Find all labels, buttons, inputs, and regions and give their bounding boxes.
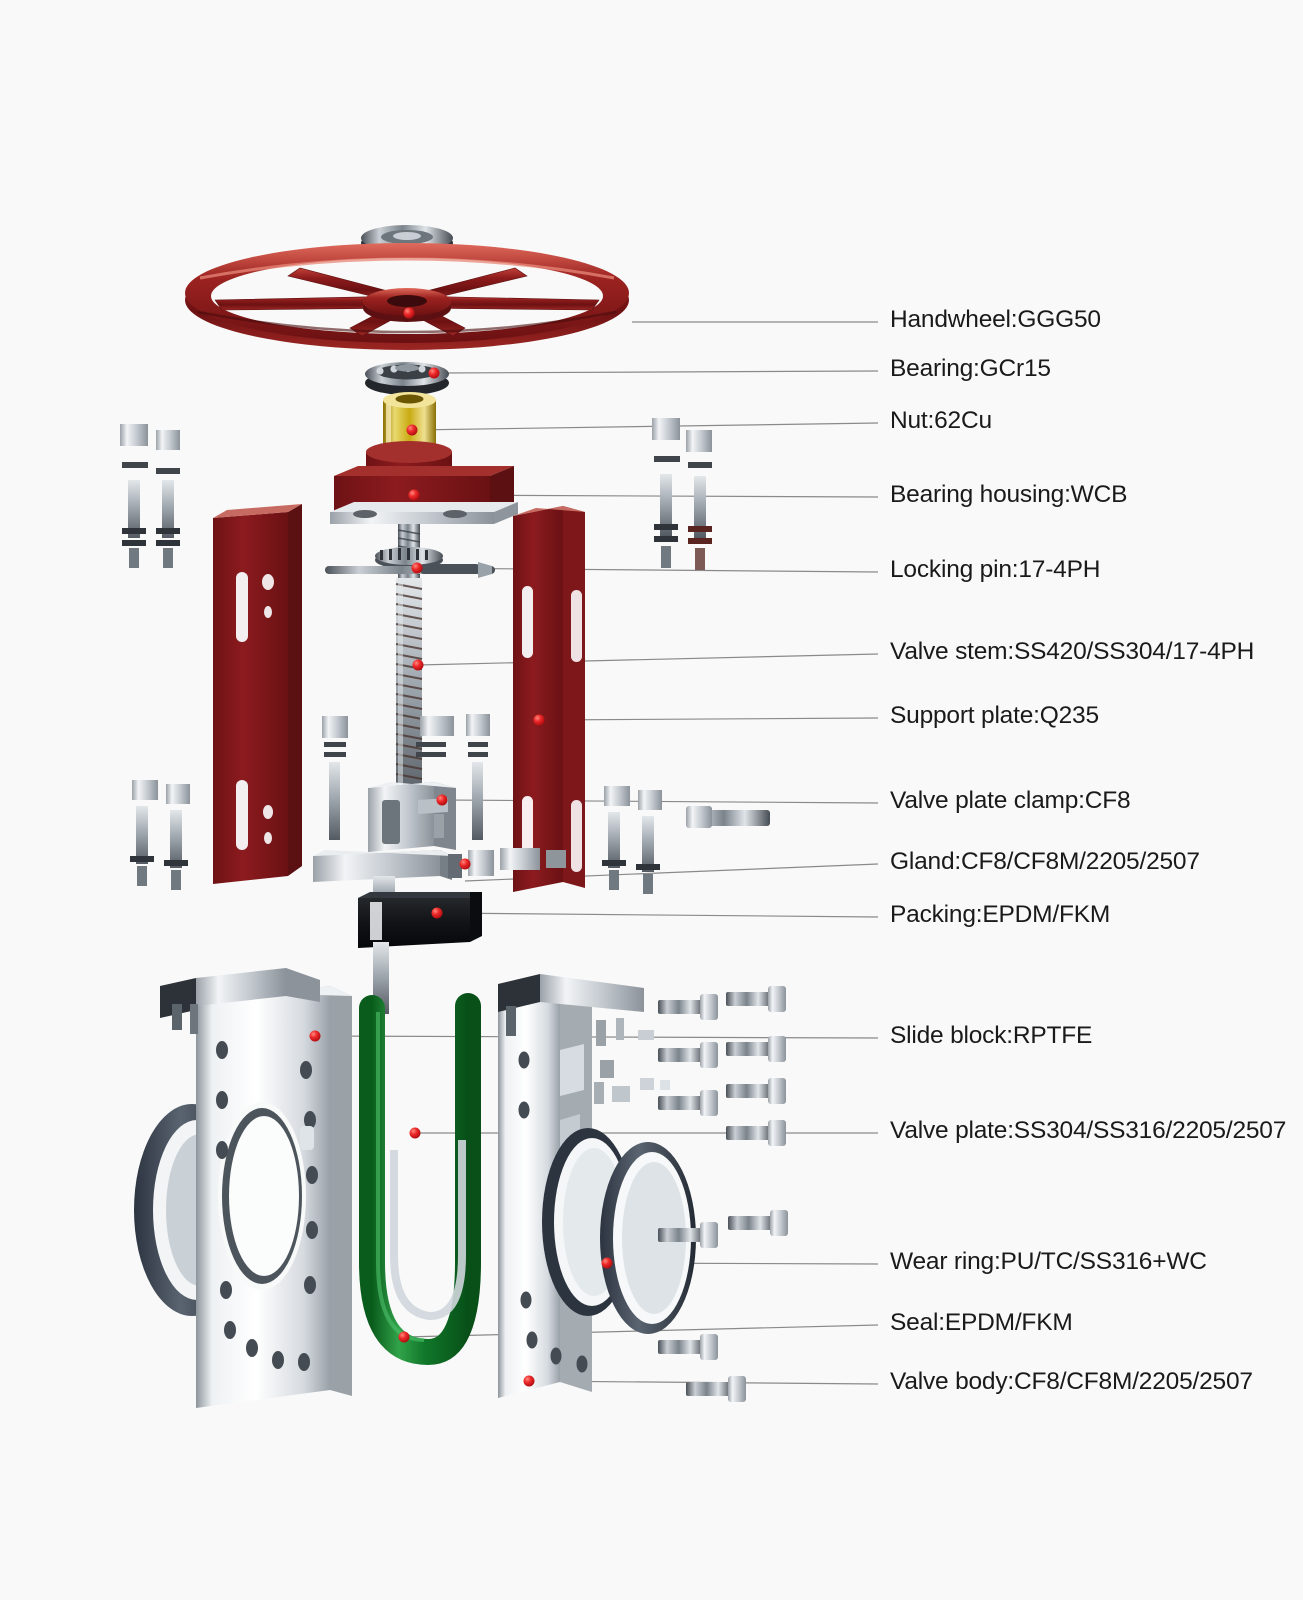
bolt-group-lower-left	[130, 780, 190, 890]
label-bearing: Bearing:GCr15	[890, 355, 1051, 382]
bolt-array-lower	[658, 986, 788, 1402]
label-handwheel: Handwheel:GGG50	[890, 306, 1101, 333]
label-seal: Seal:EPDM/FKM	[890, 1309, 1073, 1336]
packing	[358, 892, 482, 948]
label-nut: Nut:62Cu	[890, 407, 992, 434]
valve-plate-clamp	[368, 782, 456, 852]
label-valve-body: Valve body:CF8/CF8M/2205/2507	[890, 1368, 1253, 1395]
label-support-plate: Support plate:Q235	[890, 702, 1099, 729]
gland	[313, 848, 566, 912]
stem-hardware	[322, 714, 490, 840]
label-packing: Packing:EPDM/FKM	[890, 901, 1111, 928]
support-plate-left	[213, 504, 302, 884]
callout-dots	[309, 307, 613, 1387]
wear-ring	[600, 1142, 696, 1334]
bearing-housing	[330, 441, 518, 524]
label-bearing-housing: Bearing housing:WCB	[890, 481, 1128, 508]
label-gland: Gland:CF8/CF8M/2205/2507	[890, 848, 1200, 875]
bolt-group-lower-right	[602, 786, 662, 894]
label-valve-stem: Valve stem:SS420/SS304/17-4PH	[890, 638, 1255, 665]
valve-plate	[359, 993, 481, 1366]
bolt-group-upper-left	[120, 424, 180, 568]
bolt-group-upper-right	[652, 418, 712, 570]
valve-body-left	[134, 968, 352, 1408]
valve-stem	[325, 524, 495, 806]
label-valve-plate: Valve plate:SS304/SS316/2205/2507	[890, 1117, 1287, 1144]
label-locking-pin: Locking pin:17-4PH	[890, 556, 1101, 583]
label-valve-plate-clamp: Valve plate clamp:CF8	[890, 787, 1131, 814]
clamp-pin	[686, 806, 770, 828]
label-slide-block: Slide block:RPTFE	[890, 1022, 1093, 1049]
small-gaskets	[594, 1078, 670, 1104]
support-plate-right	[513, 506, 585, 892]
bearing	[365, 362, 449, 395]
handwheel	[185, 243, 629, 350]
label-wear-ring: Wear ring:PU/TC/SS316+WC	[890, 1248, 1207, 1275]
